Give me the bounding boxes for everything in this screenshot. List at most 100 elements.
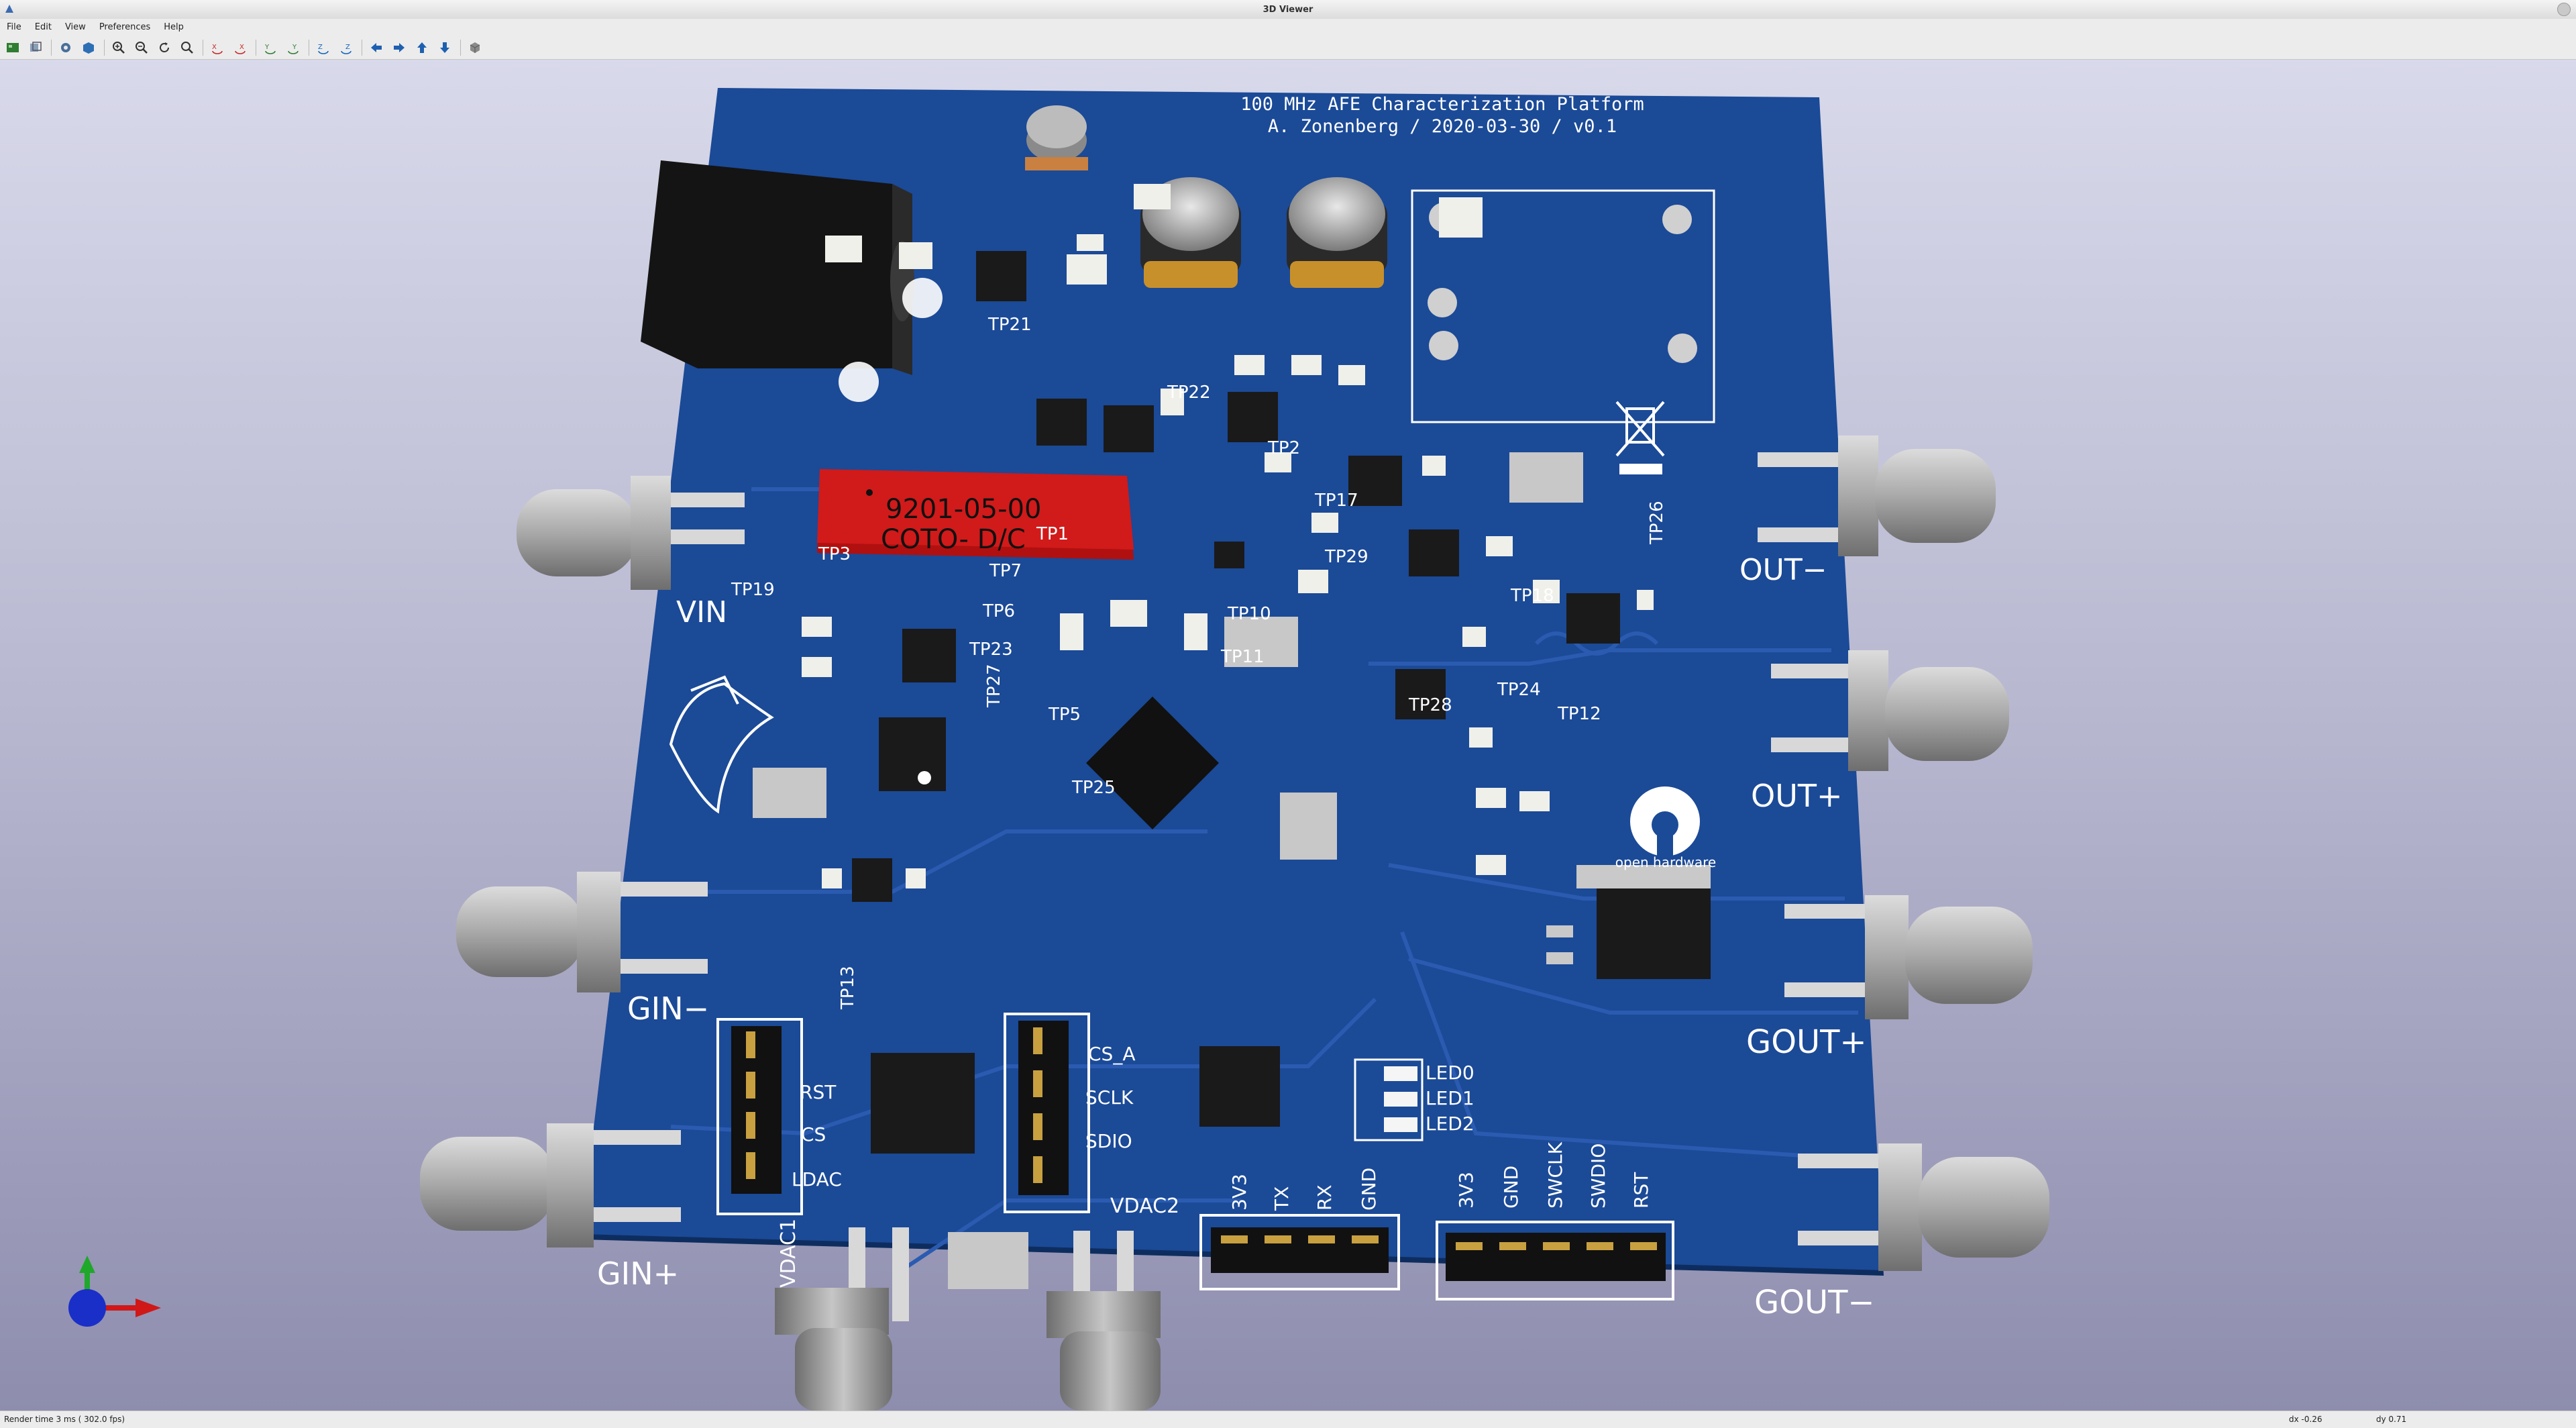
swd-label-rst: RST: [1630, 1172, 1652, 1209]
ortho-toggle-button[interactable]: [466, 39, 484, 56]
led2-label: LED2: [1426, 1113, 1474, 1135]
swd-label-swdio: SWDIO: [1587, 1143, 1609, 1209]
rotate-z-ccw-button[interactable]: Z: [337, 39, 355, 56]
tp-label: TP18: [1510, 586, 1554, 606]
tp-label: TP3: [818, 544, 851, 564]
svg-text:Z: Z: [345, 44, 350, 51]
rotate-x-ccw-icon: X: [235, 44, 246, 54]
led0-label: LED0: [1426, 1062, 1474, 1084]
rotate-z-ccw-icon: Z: [341, 44, 352, 54]
rotate-x-cw-button[interactable]: X: [209, 39, 226, 56]
ic-chips: [852, 251, 1711, 1154]
label-gin-plus: GIN+: [597, 1256, 679, 1292]
menu-help[interactable]: Help: [164, 22, 184, 32]
menu-bar: File Edit View Preferences Help: [0, 19, 2576, 37]
toolbar-separator: [51, 40, 52, 56]
label-gout-minus: GOUT−: [1754, 1284, 1875, 1321]
menu-view[interactable]: View: [64, 22, 86, 32]
copy-image-icon: [30, 42, 42, 52]
label-gout-plus: GOUT+: [1746, 1023, 1867, 1061]
pan-left-icon: [371, 43, 382, 52]
rotate-y-cw-icon: Y: [264, 44, 276, 54]
pan-up-button[interactable]: [413, 39, 431, 56]
reload-board-icon: [7, 43, 19, 52]
tp-label: TP1: [1036, 524, 1069, 544]
tp-label: TP22: [1167, 382, 1211, 403]
tp-label: TP10: [1227, 604, 1271, 624]
oshw-label: open hardware: [1615, 854, 1716, 870]
toolbar: X X Y Y Z Z: [0, 36, 2576, 60]
axis-orientation-icon: [68, 1256, 161, 1327]
menu-edit[interactable]: Edit: [34, 22, 52, 32]
render-options-icon: [61, 43, 70, 52]
uart-label-3v3: 3V3: [1228, 1174, 1250, 1211]
tp-label: TP25: [1071, 778, 1116, 798]
rotate-z-cw-button[interactable]: Z: [315, 39, 332, 56]
tp-label: TP26: [1647, 501, 1667, 545]
label-vdac2: VDAC2: [1110, 1194, 1179, 1218]
tp-label: TP7: [989, 561, 1022, 581]
pan-down-button[interactable]: [436, 39, 453, 56]
label-out-plus: OUT+: [1751, 778, 1843, 814]
dy-status: dy 0.71: [2376, 1415, 2407, 1424]
rotate-z-cw-icon: Z: [318, 44, 329, 54]
3d-viewport[interactable]: 100 MHz AFE Characterization Platform A.…: [0, 60, 2576, 1411]
inductor: [1025, 105, 1088, 170]
label-vdac1: VDAC1: [777, 1219, 800, 1288]
raytrace-button[interactable]: [80, 39, 97, 56]
sma-connector-vin: [517, 476, 745, 590]
rotate-x-cw-icon: X: [212, 44, 223, 54]
sma-connector-vdac2: [1046, 1231, 1161, 1411]
swd-label-gnd: GND: [1500, 1166, 1522, 1209]
dac-pin-header: [716, 1018, 803, 1215]
pan-down-icon: [440, 42, 449, 53]
tp-label: TP23: [969, 640, 1013, 660]
dc-barrel-jack: [641, 160, 943, 402]
reload-board-button[interactable]: [4, 39, 21, 56]
tp-label: TP12: [1557, 704, 1601, 724]
copy-image-button[interactable]: [27, 39, 44, 56]
rotate-x-ccw-button[interactable]: X: [231, 39, 249, 56]
board-title-line2: A. Zonenberg / 2020-03-30 / v0.1: [1268, 116, 1617, 137]
tp-label: TP28: [1408, 695, 1452, 715]
spi-label-sdio: SDIO: [1085, 1130, 1132, 1152]
toolbar-separator: [104, 40, 105, 56]
uart-label-tx: TX: [1271, 1186, 1293, 1211]
close-window-button[interactable]: [2557, 3, 2571, 16]
pan-right-button[interactable]: [390, 39, 408, 56]
tp-label: TP29: [1324, 547, 1368, 567]
pan-left-button[interactable]: [368, 39, 385, 56]
zoom-in-button[interactable]: [110, 39, 127, 56]
rotate-y-cw-button[interactable]: Y: [262, 39, 279, 56]
dpak-regulator: [1546, 865, 1711, 964]
render-time-status: Render time 3 ms ( 302.0 fps): [4, 1415, 125, 1424]
sma-connector-vdac1: [775, 1227, 909, 1411]
window-title: 3D Viewer: [1263, 4, 1313, 15]
sma-connector-gout-plus: [1784, 895, 2033, 1019]
label-vin: VIN: [676, 595, 727, 629]
zoom-out-button[interactable]: [133, 39, 150, 56]
testpoint-labels: TP21 TP22 TP2 TP17 TP26 TP3 TP1 TP7 TP29…: [731, 315, 1667, 1010]
zoom-fit-button[interactable]: [178, 39, 196, 56]
relay-label-line2: COTO- D/C: [881, 524, 1026, 555]
pan-right-icon: [394, 43, 405, 52]
redraw-icon: [160, 42, 169, 52]
board-title-line1: 100 MHz AFE Characterization Platform: [1240, 94, 1644, 115]
tp-label: TP13: [838, 966, 858, 1010]
svg-text:Y: Y: [292, 44, 297, 51]
toolbar-separator: [460, 40, 461, 56]
raytrace-icon: [83, 42, 94, 54]
status-bar: Render time 3 ms ( 302.0 fps) dx -0.26 d…: [0, 1411, 2576, 1428]
board-render: 100 MHz AFE Characterization Platform A.…: [420, 88, 2049, 1411]
redraw-button[interactable]: [156, 39, 173, 56]
menu-file[interactable]: File: [7, 22, 21, 32]
svg-text:Y: Y: [264, 44, 270, 51]
dx-status: dx -0.26: [2289, 1415, 2322, 1424]
open-hardware-logo-icon: open hardware: [1615, 786, 1716, 870]
rotate-y-ccw-button[interactable]: Y: [284, 39, 302, 56]
menu-preferences[interactable]: Preferences: [99, 22, 151, 32]
relay-label-line1: 9201-05-00: [885, 494, 1041, 525]
render-options-button[interactable]: [57, 39, 74, 56]
uart-label-gnd: GND: [1358, 1168, 1380, 1211]
tp-label: TP2: [1267, 438, 1300, 458]
